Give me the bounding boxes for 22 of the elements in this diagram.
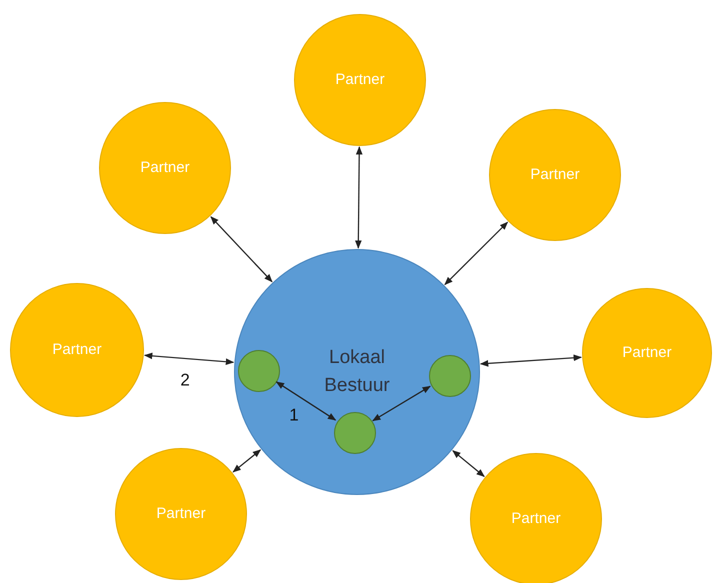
node-label: Partner	[156, 504, 206, 524]
double-arrow	[452, 450, 485, 477]
circle-node	[334, 412, 376, 454]
node-label: Partner	[622, 343, 672, 364]
double-arrow	[480, 354, 582, 367]
double-arrow	[444, 222, 508, 286]
edge-label: 2	[179, 371, 191, 388]
edge-label: 1	[288, 406, 300, 424]
circle-node	[238, 350, 280, 392]
node-label: Partner	[530, 165, 580, 186]
circle-node	[429, 355, 471, 397]
node-label: Lokaal Bestuur	[323, 346, 391, 398]
double-arrow	[144, 352, 234, 366]
node-label: Partner	[511, 509, 561, 530]
double-arrow	[276, 381, 336, 421]
double-arrow	[232, 449, 262, 472]
double-arrow	[210, 216, 273, 282]
node-label: Partner	[52, 340, 102, 360]
node-label: Partner	[335, 70, 385, 90]
node-label: Partner	[140, 158, 190, 178]
double-arrow	[372, 386, 431, 422]
double-arrow	[355, 146, 363, 249]
